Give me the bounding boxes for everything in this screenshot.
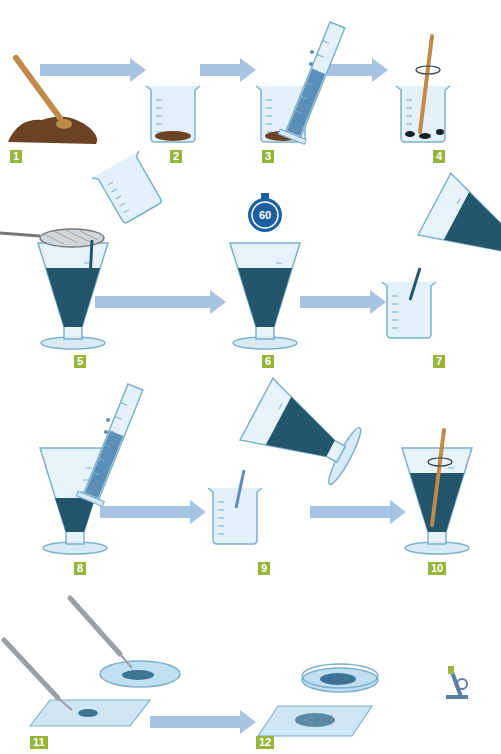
step-number: 7 bbox=[433, 355, 445, 368]
step-number: 8 bbox=[74, 562, 86, 575]
step-number: 5 bbox=[74, 355, 86, 368]
step-number: 12 bbox=[256, 736, 274, 749]
step-number: 1 bbox=[10, 150, 22, 163]
step-number: 6 bbox=[262, 355, 274, 368]
step-number: 11 bbox=[30, 736, 48, 749]
timer-text: 60 bbox=[259, 209, 271, 222]
step-number: 10 bbox=[428, 562, 446, 575]
step-number: 9 bbox=[258, 562, 270, 575]
step-number: 4 bbox=[433, 150, 445, 163]
step-number: 3 bbox=[262, 150, 274, 163]
step-number: 2 bbox=[170, 150, 182, 163]
